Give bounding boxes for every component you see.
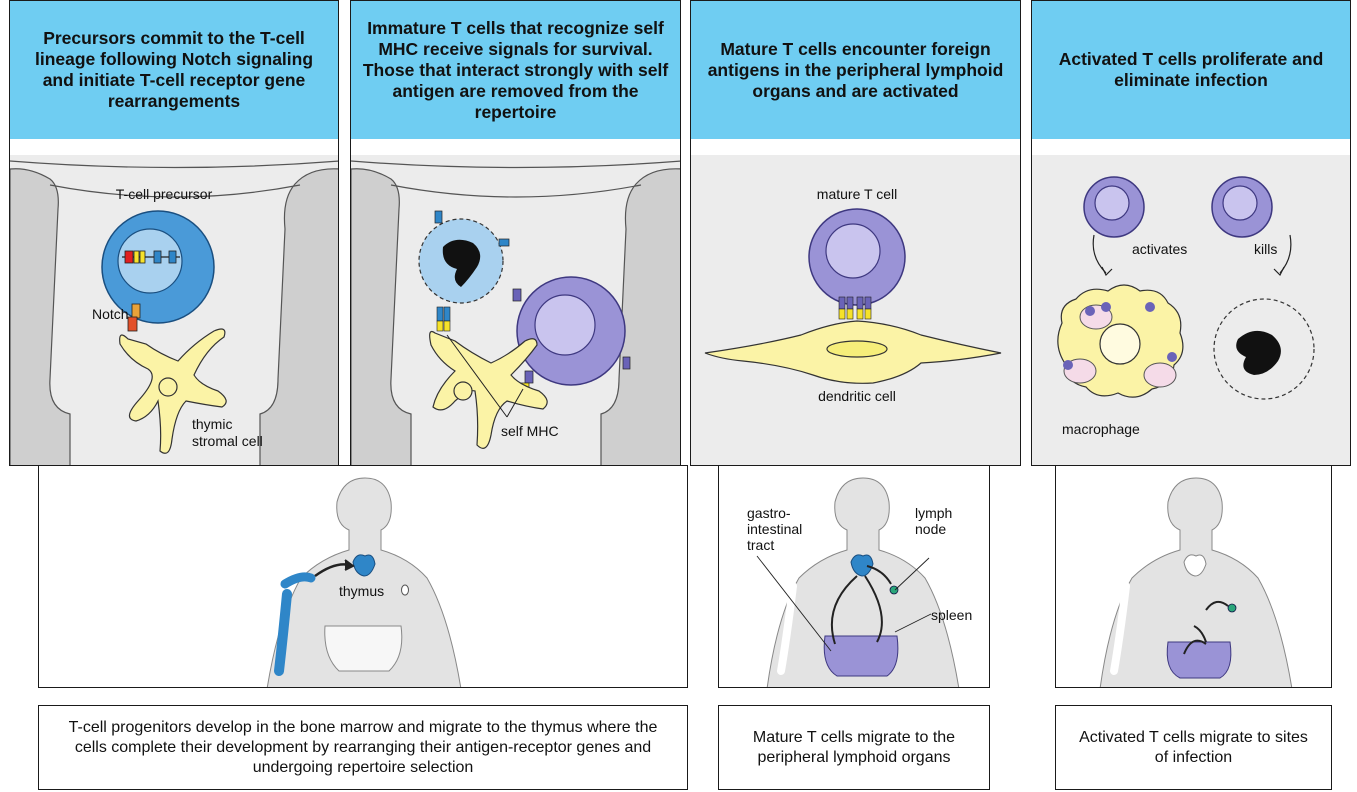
- label-mature-t-cell: mature T cell: [817, 186, 897, 202]
- label-thymus: thymus: [339, 583, 384, 599]
- label-dendritic-cell: dendritic cell: [818, 388, 896, 404]
- panel-3-heading: Mature T cells encounter foreign antigen…: [690, 0, 1021, 140]
- panel-2-illustration: self MHC: [350, 139, 681, 466]
- panel-4-heading: Activated T cells proliferate and elimin…: [1031, 0, 1351, 140]
- apoptotic-t-cell: [419, 211, 509, 303]
- label-self-mhc: self MHC: [501, 423, 559, 439]
- label-gastro: gastro-: [747, 505, 791, 521]
- label-activates: activates: [1132, 241, 1187, 257]
- label-spleen: spleen: [931, 607, 972, 623]
- macrophage: [1058, 285, 1183, 397]
- label-thymic: thymic: [192, 416, 232, 432]
- label-tract: tract: [747, 537, 774, 553]
- label-intestinal: intestinal: [747, 521, 802, 537]
- label-macrophage: macrophage: [1062, 421, 1140, 437]
- body-figure-thymus: thymus: [38, 465, 688, 688]
- caption-migration: Mature T cells migrate to the peripheral…: [718, 705, 990, 790]
- label-lymph: lymph: [915, 505, 952, 521]
- effector-t-cell-2: [1212, 177, 1272, 237]
- panel-1-heading: Precursors commit to the T-cell lineage …: [9, 0, 339, 140]
- caption-development: T-cell progenitors develop in the bone m…: [38, 705, 688, 790]
- label-notch: Notch: [92, 306, 129, 322]
- panel-4-illustration: activates kills macrophage: [1031, 139, 1351, 466]
- panel-1-illustration: T-cell precursor Notch thymic stromal ce…: [9, 139, 339, 466]
- killed-target-cell: [1214, 299, 1314, 399]
- panel-3-illustration: mature T cell dendritic cell: [690, 139, 1021, 466]
- mature-t-cell: [809, 209, 905, 305]
- body-figure-lymphoid: gastro- intestinal tract lymph node sple…: [718, 465, 990, 688]
- body-figure-infection: [1055, 465, 1332, 688]
- caption-infection-sites: Activated T cells migrate to sites of in…: [1055, 705, 1332, 790]
- surviving-t-cell: [513, 277, 630, 391]
- label-kills: kills: [1254, 241, 1277, 257]
- label-stromal-cell: stromal cell: [192, 433, 263, 449]
- label-t-cell-precursor: T-cell precursor: [116, 186, 213, 202]
- label-node: node: [915, 521, 946, 537]
- effector-t-cell-1: [1084, 177, 1144, 237]
- panel-2-heading: Immature T cells that recognize self MHC…: [350, 0, 681, 140]
